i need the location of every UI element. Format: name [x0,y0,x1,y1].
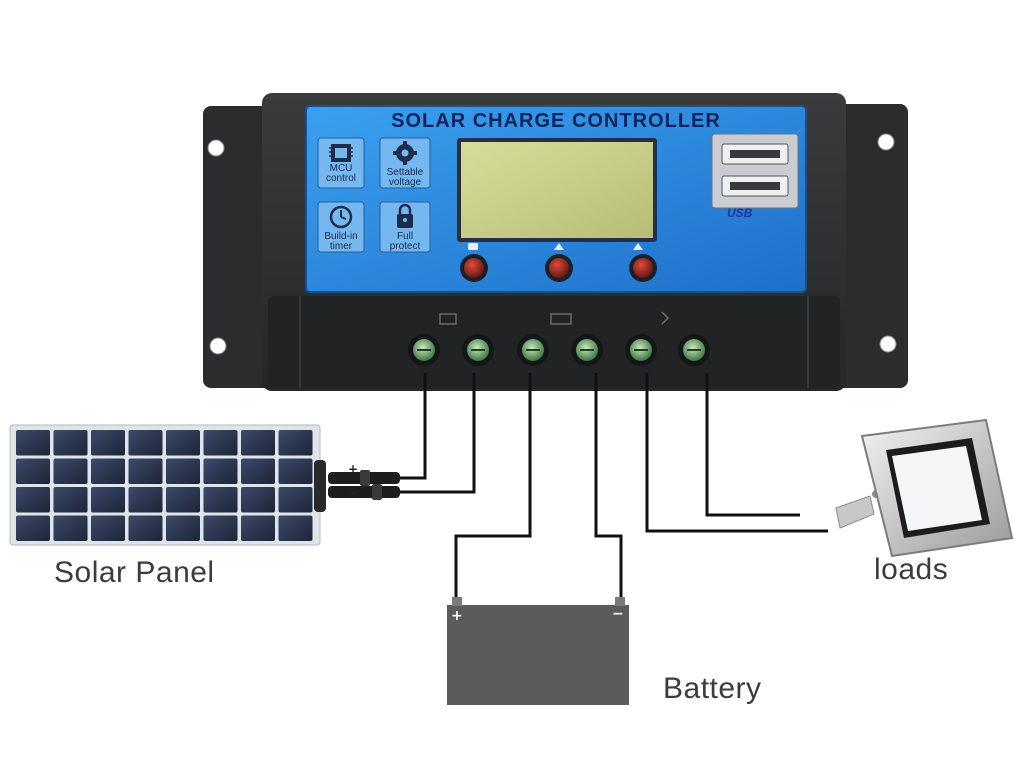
down-icon [633,243,643,250]
battery-label: Battery [663,672,762,705]
battery-symbol [550,313,572,325]
charge-controller [203,93,908,391]
solar-cell [53,487,88,513]
battery-minus-mark: − [612,606,624,622]
chip-icon [329,144,353,162]
load-negative-wire [705,373,800,517]
battery-plus-mark: + [451,608,463,624]
terminal-screw [678,334,710,366]
flood-light [835,418,1014,558]
solar-cell [16,515,50,541]
solar-cell [278,487,313,513]
terminal-screw [517,334,549,366]
light-bracket [835,495,875,529]
solar-cell [203,430,238,456]
solar-cell [16,430,50,456]
solar-cell [278,430,313,456]
menu-button[interactable] [464,258,484,278]
feature-label-mcu: MCU control [325,163,356,184]
feature-full-protect [379,201,431,253]
solar-cell [166,430,200,456]
load-positive-wire [645,373,828,533]
solar-cell [241,487,275,513]
solar-cell [16,487,50,513]
usb-label: USB [727,206,753,220]
solar-cell [91,430,125,456]
solar-cell [278,458,313,484]
solar-cells [16,430,313,541]
battery-negative-wire [594,373,623,597]
solar-cell [241,515,275,541]
solar-cell [166,487,200,513]
solar-cell [128,458,163,484]
solar-cell [53,515,88,541]
clock-icon [329,205,353,229]
pv-minus-mark: − [348,486,359,500]
terminal-screw [408,334,440,366]
feature-mcu-control [317,137,365,189]
wiring [398,373,828,597]
solar-cell [278,515,313,541]
terminals [408,334,710,366]
solar-cell [203,458,238,484]
solar-cell [241,430,275,456]
solar-cell [128,487,163,513]
gear-icon [393,141,417,165]
load-symbol [661,311,670,325]
pv-negative-wire [398,373,476,494]
usb-ports [711,133,799,209]
mount-hole [877,133,895,151]
solar-cell [203,487,238,513]
down-button[interactable] [633,258,653,278]
menu-icon [468,243,478,250]
battery-body [447,605,629,705]
lcd-screen [461,142,653,238]
solar-cell [16,458,50,484]
battery-positive-post [452,597,462,606]
battery-negative-post [615,597,625,606]
solar-cell [166,458,200,484]
feature-label-settable: Settable voltage [386,167,424,188]
solar-panel [9,424,326,546]
solar-cell [91,515,125,541]
battery [447,597,629,705]
pv-plus-mark: + [348,462,359,476]
terminal-screw [625,334,657,366]
junction-box [314,460,326,512]
solar-panel-label: Solar Panel [54,556,215,589]
mount-hole [209,337,227,355]
loads-label: loads [874,553,949,586]
mc4-connectors [328,470,400,500]
up-icon [554,243,564,250]
light-lens [892,446,982,531]
lock-icon [397,203,413,228]
terminal-screw [571,334,603,366]
solar-cell [91,458,125,484]
solar-cell [53,430,88,456]
feature-label-timer: Build-in timer [324,231,358,252]
solar-cell [53,458,88,484]
mount-hole [207,139,225,157]
battery-positive-wire [454,373,532,597]
feature-settable-voltage [379,137,431,189]
solar-cell [166,515,200,541]
pv-symbol [439,313,457,325]
controller-title: SOLAR CHARGE CONTROLLER [391,110,721,132]
solar-cell [91,487,125,513]
terminal-block [268,296,840,388]
solar-cell [241,458,275,484]
up-button[interactable] [549,258,569,278]
feature-build-in-timer [317,201,365,253]
solar-cell [203,515,238,541]
terminal-screw [462,334,494,366]
mount-hole [879,335,897,353]
pv-positive-wire [398,373,427,480]
solar-cell [128,430,163,456]
solar-cell [128,515,163,541]
feature-label-protect: Full protect [389,231,421,252]
